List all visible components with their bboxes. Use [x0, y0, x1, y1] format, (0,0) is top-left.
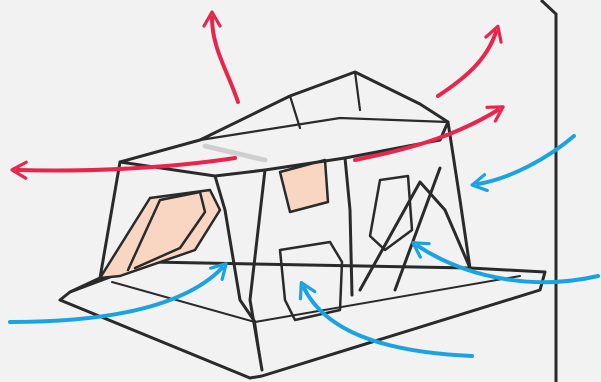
cool-arrow-icon	[470, 134, 576, 193]
cool-arrow-icon	[298, 281, 474, 358]
arch-pole	[248, 156, 354, 372]
roof-ridge	[198, 70, 450, 142]
front-pole-mid	[213, 174, 257, 324]
tent-illustration	[58, 70, 547, 380]
door-front	[278, 240, 344, 322]
roof	[118, 70, 450, 178]
warm-arrow-icon	[353, 105, 505, 162]
warm-arrow-icon	[202, 10, 240, 104]
warm-air-arrows	[10, 10, 505, 180]
left-panel	[98, 188, 222, 280]
ground-frame	[58, 260, 547, 380]
warm-arrow-icon	[436, 24, 503, 98]
right-pole	[446, 120, 472, 270]
side-x-frame	[358, 166, 472, 292]
cool-air-arrows	[8, 134, 600, 358]
warm-arrow-icon	[10, 156, 237, 180]
cool-arrow-icon	[411, 241, 600, 285]
door-right	[368, 174, 414, 252]
roof-highlight	[202, 143, 268, 163]
front-pole-left	[68, 160, 122, 294]
frame-border	[539, 0, 558, 382]
door-left	[126, 190, 207, 272]
cool-arrow-icon	[8, 262, 228, 324]
